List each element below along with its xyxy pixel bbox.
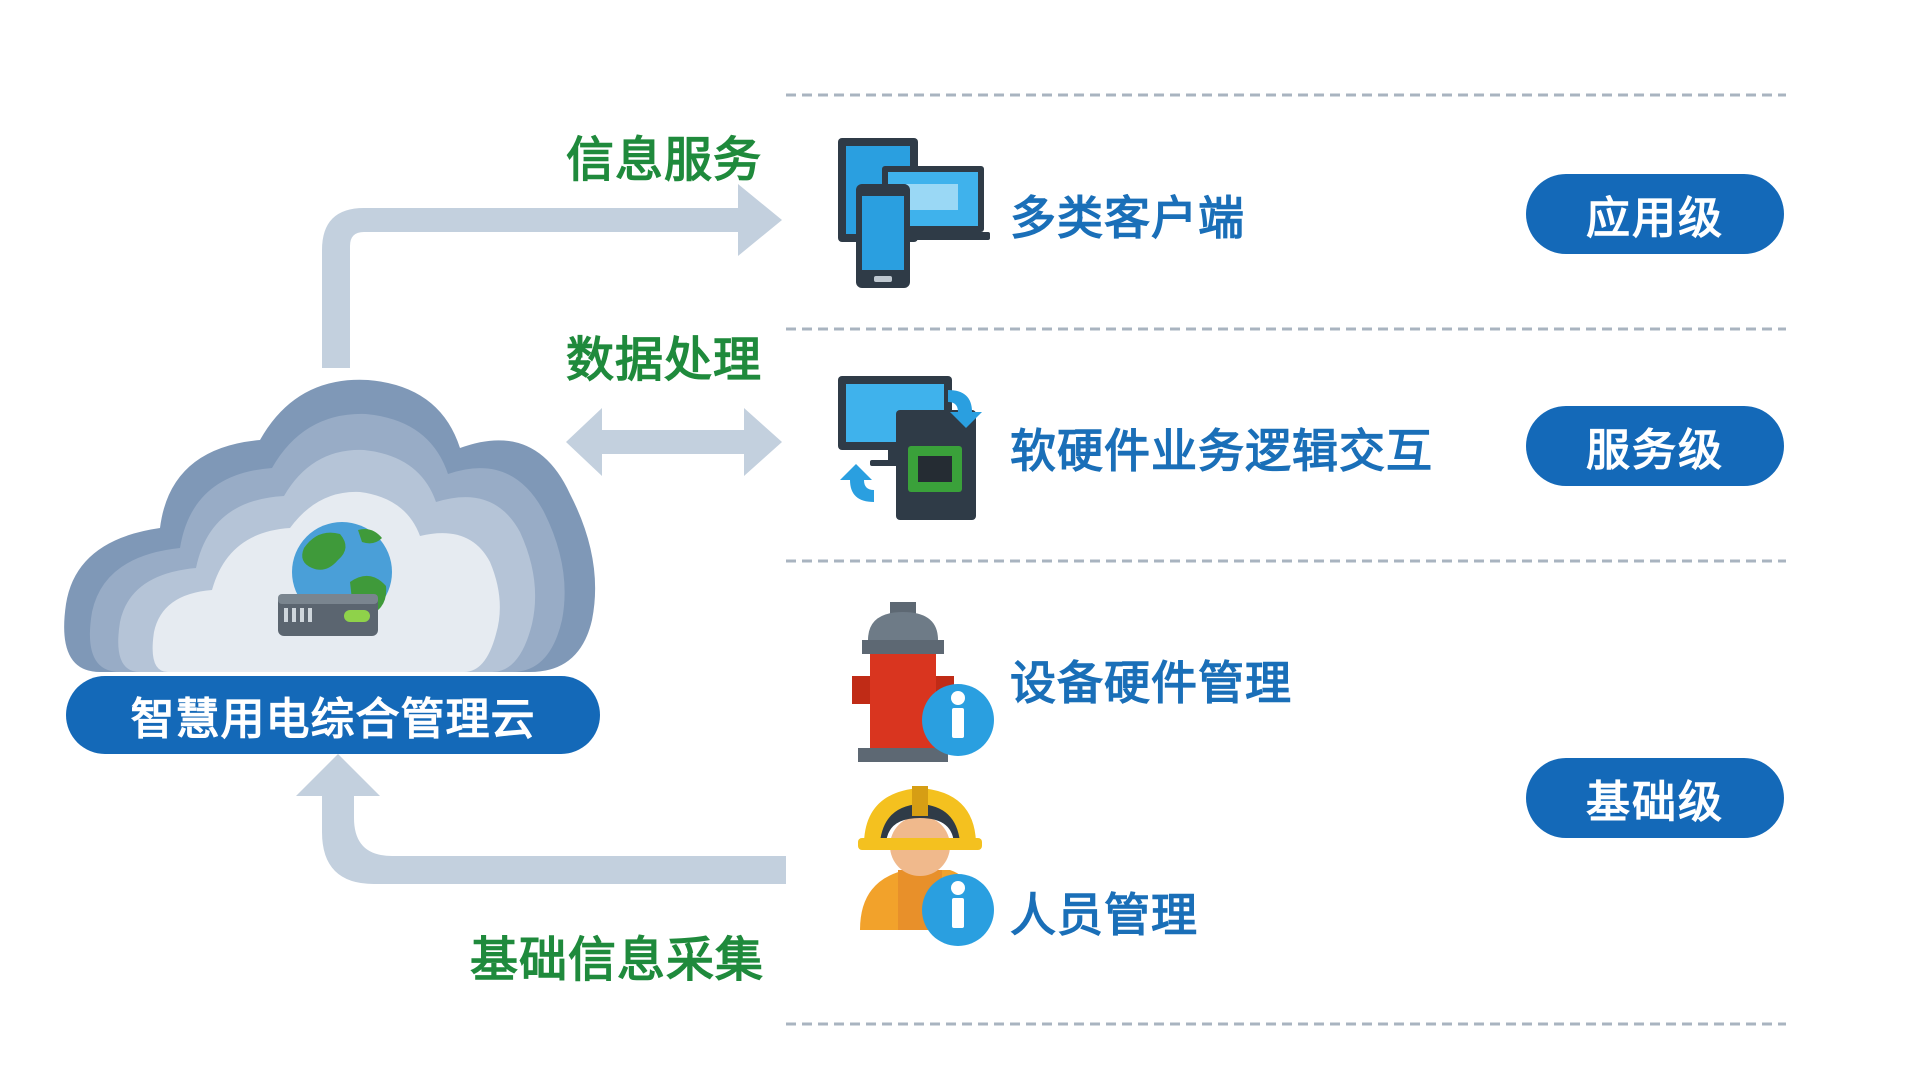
- level-pill-basic: 基础级: [1526, 758, 1784, 838]
- info-service-arrow: [322, 184, 782, 368]
- cloud-graphic: [64, 379, 596, 672]
- firefighter-icon: [858, 786, 994, 946]
- fire-hydrant-icon: [852, 602, 994, 762]
- level-pill-service: 服务级: [1526, 406, 1784, 486]
- item-label-device-hw-mgmt: 设备硬件管理: [1010, 656, 1292, 710]
- level-pill-application: 应用级: [1526, 174, 1784, 254]
- flow-label-data-processing: 数据处理: [566, 332, 763, 388]
- item-label-multi-client: 多类客户端: [1010, 191, 1245, 245]
- flow-label-info-service: 信息服务: [566, 132, 763, 188]
- computer-chip-icon: [838, 376, 982, 520]
- cloud-caption: 智慧用电综合管理云: [66, 676, 600, 754]
- data-processing-arrow: [566, 408, 782, 476]
- devices-icon: [838, 138, 990, 288]
- flow-arrows: [296, 184, 786, 884]
- item-label-personnel-mgmt: 人员管理: [1010, 888, 1198, 942]
- flow-label-basic-info-collection: 基础信息采集: [470, 932, 765, 988]
- basic-info-arrow: [296, 754, 786, 884]
- dividers: [786, 93, 1786, 1026]
- server-box-icon: [278, 594, 378, 636]
- item-label-hw-sw-interaction: 软硬件业务逻辑交互: [1010, 424, 1433, 478]
